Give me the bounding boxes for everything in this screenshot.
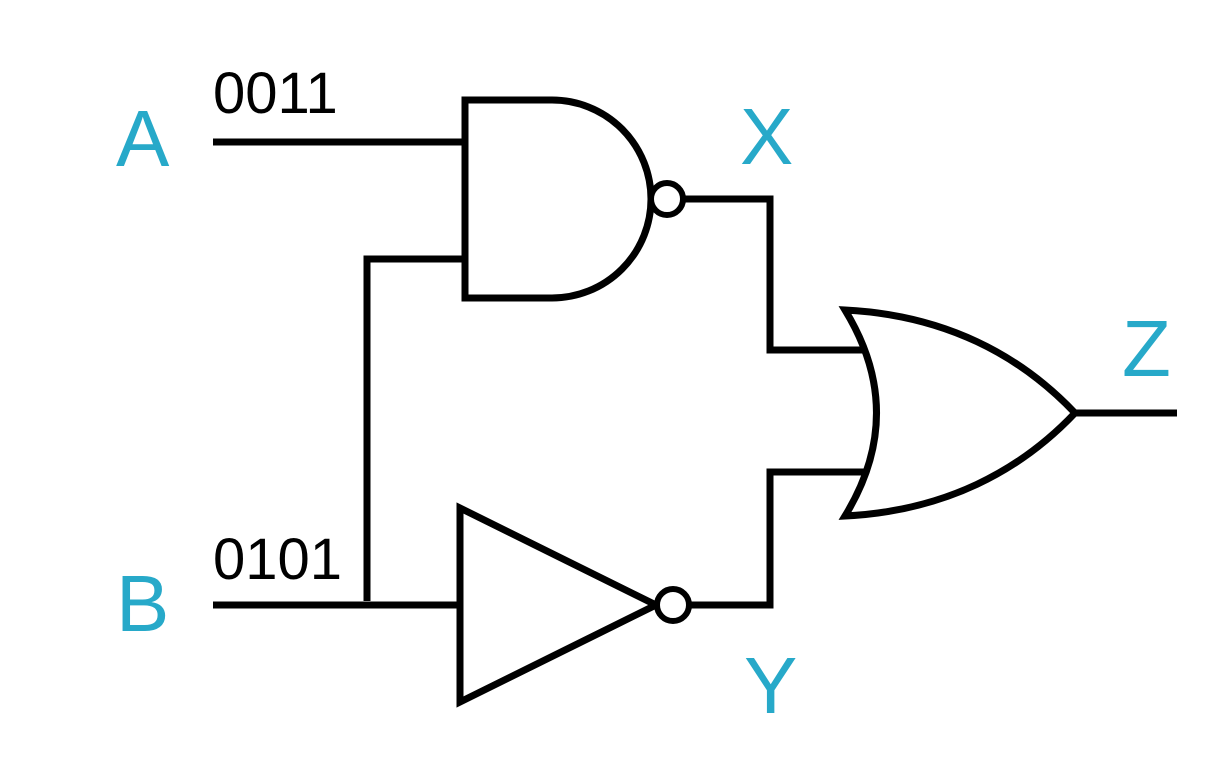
circuit-output-label: Z bbox=[1122, 304, 1171, 393]
nand-output-label: X bbox=[740, 92, 793, 181]
wire-not-output-y bbox=[689, 468, 872, 609]
input-b-value: 0101 bbox=[213, 527, 342, 592]
nand-gate-bubble-icon bbox=[648, 180, 686, 218]
nand-gate-body bbox=[461, 96, 655, 302]
not-output-label: Y bbox=[744, 641, 797, 730]
input-b-label: B bbox=[116, 559, 169, 648]
input-a-label: A bbox=[116, 94, 170, 183]
wire-nand-output-x bbox=[683, 195, 872, 354]
not-gate-bubble-icon bbox=[654, 586, 692, 624]
or-gate-body bbox=[838, 306, 1080, 520]
not-gate-body bbox=[456, 502, 664, 708]
wire-input-b-branch bbox=[363, 255, 465, 601]
input-a-value: 0011 bbox=[213, 61, 338, 126]
